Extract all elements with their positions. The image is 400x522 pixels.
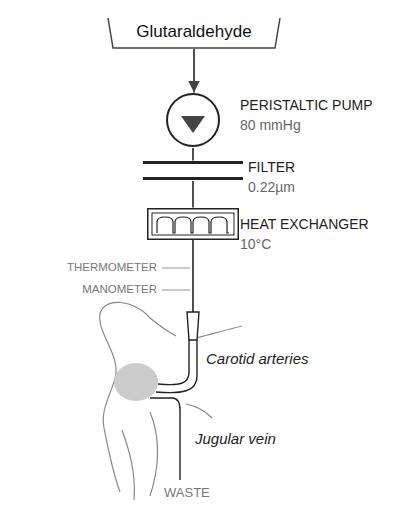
component-name: FILTER (248, 157, 295, 177)
component-value: 10°C (240, 234, 369, 254)
pipe-connector (193, 49, 195, 93)
component-name: HEAT EXCHANGER (240, 214, 369, 234)
pump-node: PERISTALTIC PUMP80 mmHg (166, 93, 220, 147)
neck-outline (196, 326, 242, 338)
node-shape (166, 93, 220, 147)
pump-triangle (181, 116, 205, 133)
reservoir-box: Glutaraldehyde (108, 18, 280, 48)
exchanger-node: HEAT EXCHANGER10°C (147, 208, 239, 240)
node-shape (143, 161, 243, 180)
filter-plate (143, 161, 243, 164)
pipe-connector (192, 148, 194, 161)
jugular-tube (150, 398, 180, 480)
exchanger-inner (152, 213, 234, 235)
exchanger-coil (157, 217, 229, 233)
leader-line (162, 268, 190, 269)
sensor-label: THERMOMETER (67, 261, 157, 273)
head-outline-top (150, 318, 176, 336)
catheter (187, 312, 199, 340)
ear-outline (122, 430, 134, 500)
vessel-label: Jugular vein (195, 430, 276, 447)
container-outline (108, 18, 280, 48)
head-outline (100, 302, 242, 500)
vessel-label: Carotid arteries (206, 350, 309, 367)
ear-outline (150, 412, 158, 496)
filter-plate (143, 177, 243, 180)
tube-line (192, 240, 194, 312)
component-value: 80 mmHg (240, 115, 373, 135)
node-shape (147, 208, 239, 240)
component-name: PERISTALTIC PUMP (240, 95, 373, 115)
leader-line (162, 290, 190, 291)
reservoir-label: Glutaraldehyde (108, 18, 280, 46)
carotid-tube (158, 340, 189, 385)
pump-circle (167, 94, 219, 146)
waste-label: WASTE (164, 485, 210, 500)
neck-outline (186, 404, 212, 418)
exchanger-box (148, 209, 239, 240)
pipe-connector (192, 181, 194, 208)
filter-node: FILTER0.22µm (143, 161, 243, 180)
brain-region (114, 363, 158, 401)
component-value: 0.22µm (248, 177, 295, 197)
carotid-tube (156, 340, 197, 393)
sensor-label: MANOMETER (82, 283, 157, 295)
